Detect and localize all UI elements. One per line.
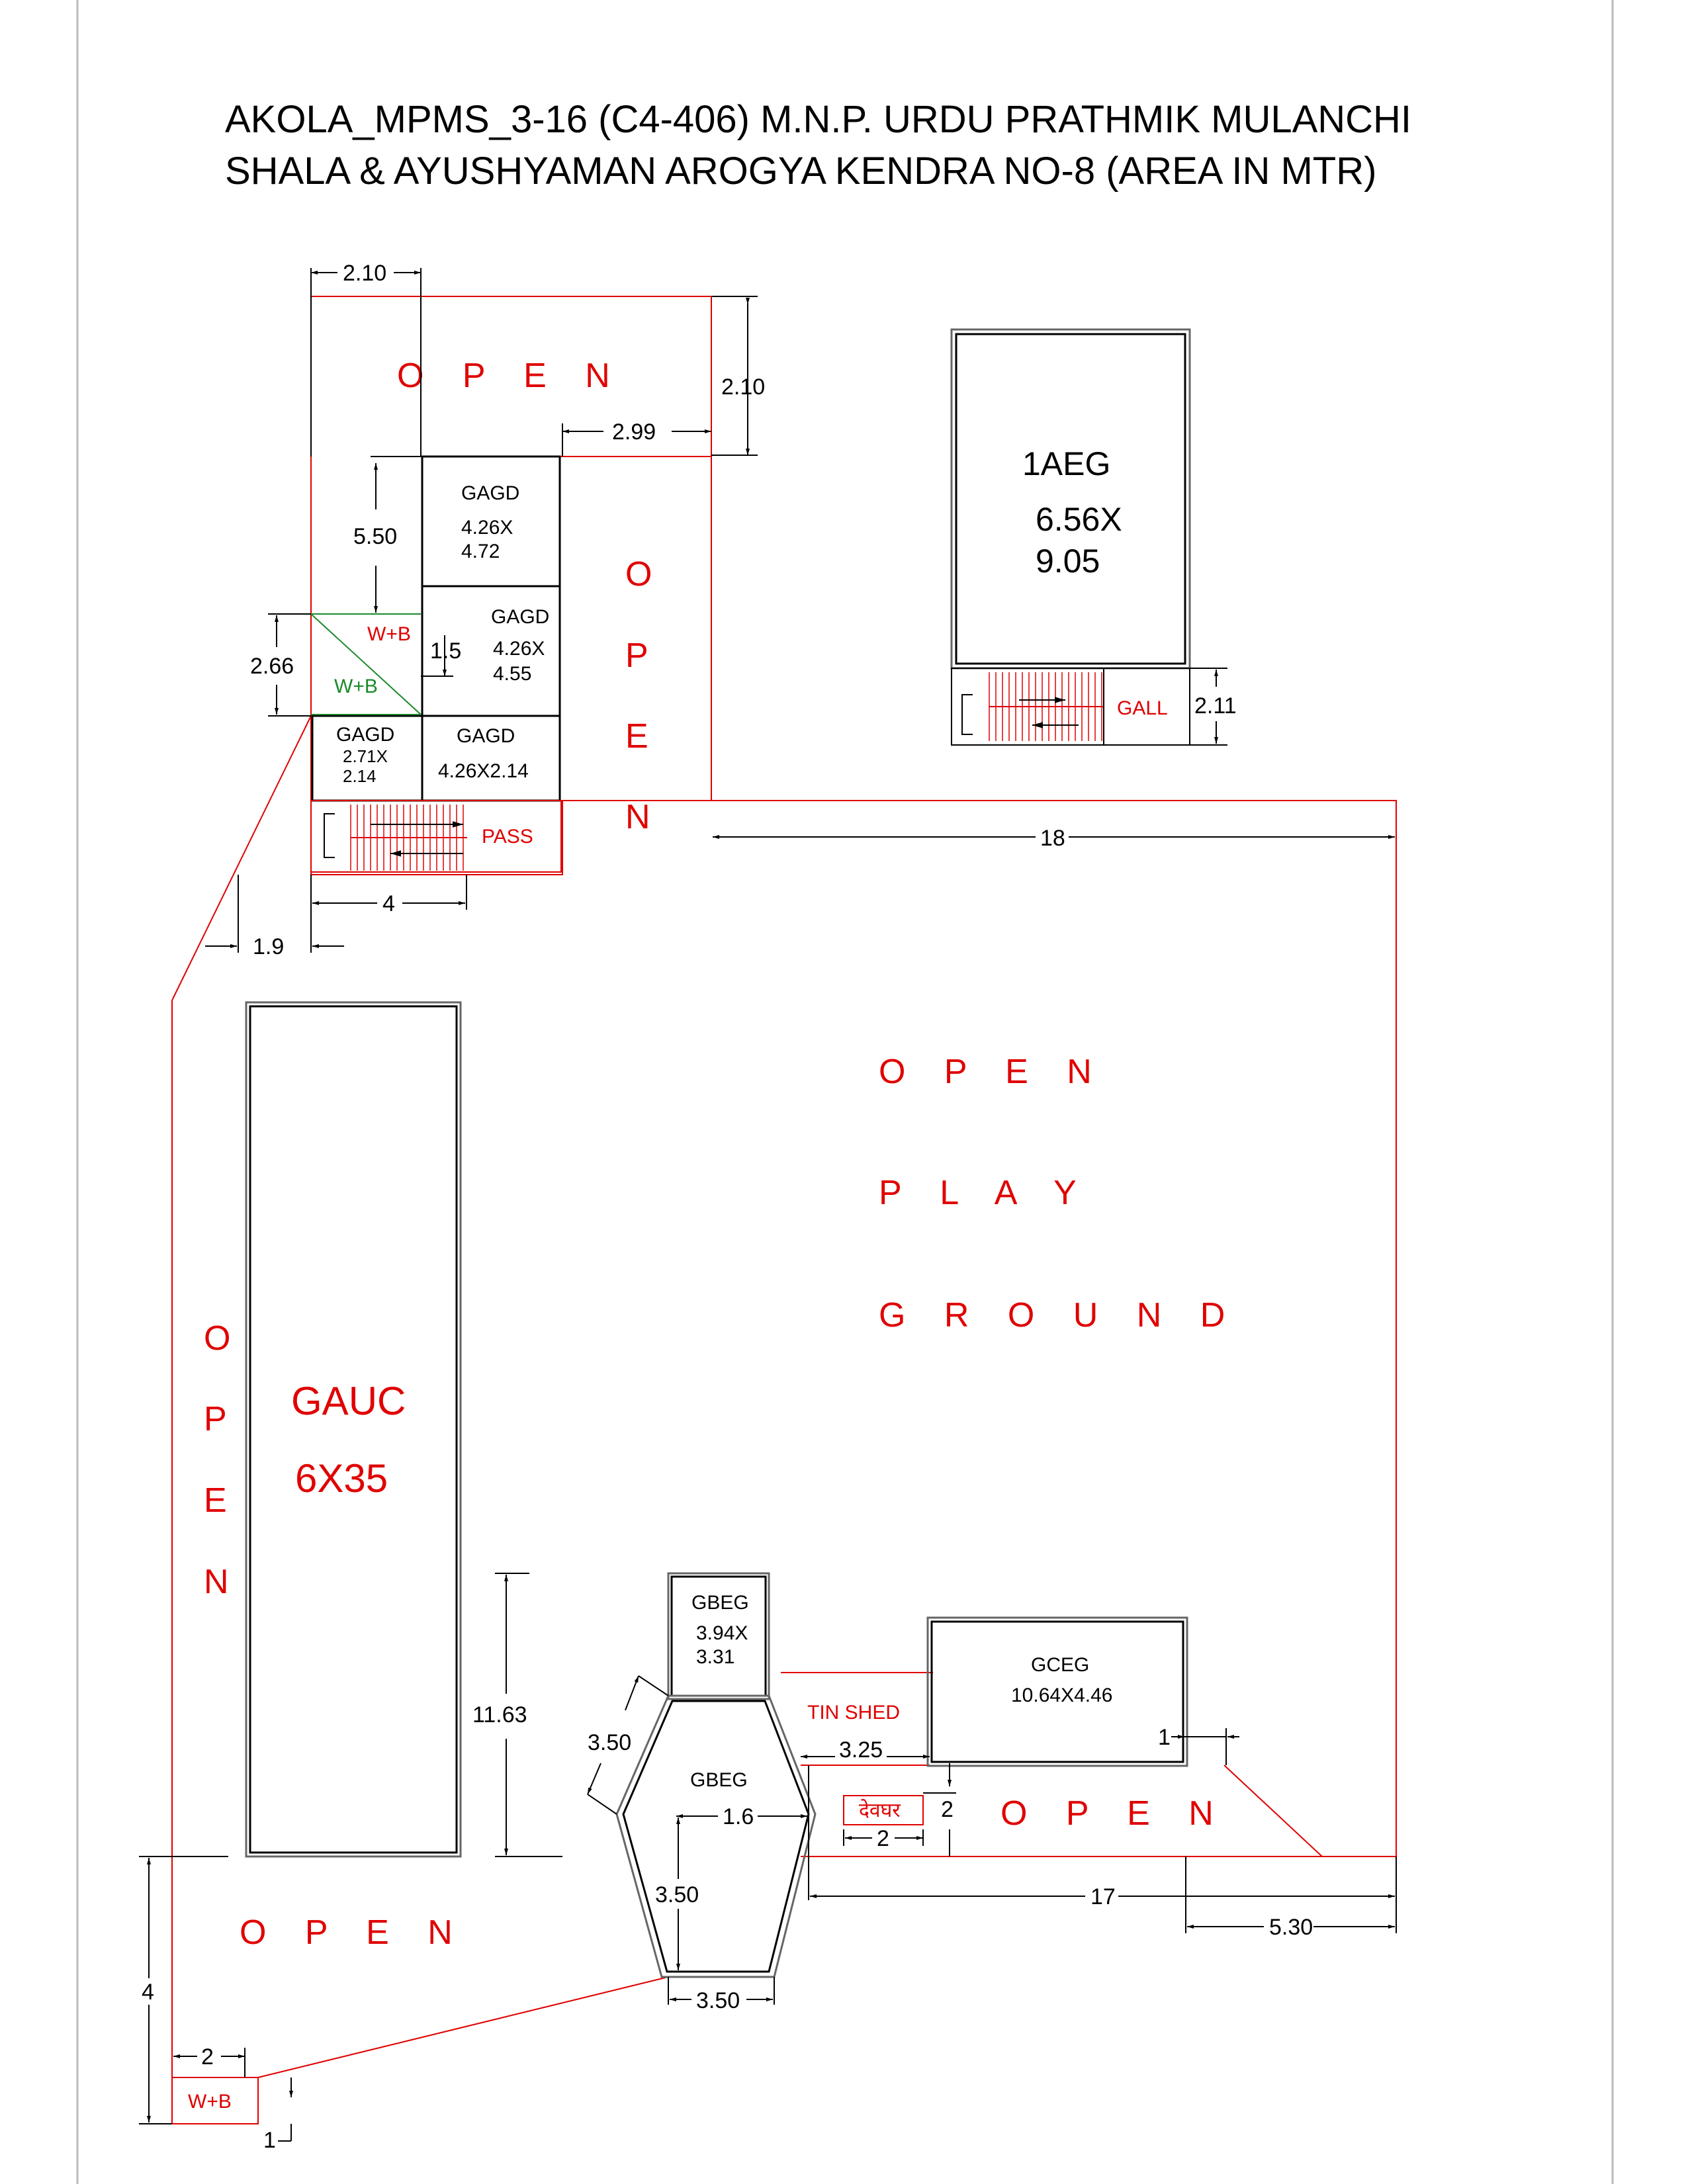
wb-wedge xyxy=(310,613,422,715)
room-1aeg xyxy=(955,333,1186,665)
dim-pass-width: 4 xyxy=(382,891,395,916)
gceg-name: GCEG xyxy=(1031,1654,1089,1676)
gauc-name: GAUC xyxy=(291,1379,406,1423)
pass-label: PASS xyxy=(482,826,533,848)
open-bottom-right: O P E N xyxy=(1000,1794,1228,1833)
room-gbeg-hex xyxy=(622,1700,810,1973)
dim-gceg-offset: 1 xyxy=(1158,1725,1171,1750)
dim-left-height: 4 xyxy=(142,1980,154,2005)
room-gceg xyxy=(930,1620,1184,1763)
dim-notch-width: 2.99 xyxy=(612,419,656,445)
pass-stairs xyxy=(324,805,467,871)
room-1aeg-outer xyxy=(950,328,1191,670)
dim-dev-width: 2 xyxy=(877,1826,889,1851)
open-vertical-top-e: E xyxy=(625,717,663,756)
dim-gbeg-height: 11.63 xyxy=(472,1702,527,1727)
aeg-l1: 6.56X xyxy=(1036,501,1122,538)
title-line-2: SHALA & AYUSHYAMAN AROGYA KENDRA NO-8 (A… xyxy=(225,150,1376,193)
gagd-mid-name: GAGD xyxy=(491,606,549,628)
aeg-name: 1AEG xyxy=(1022,445,1110,482)
wb-bottom-label: W+B xyxy=(188,2091,232,2113)
gbeg-top-l1: 3.94X xyxy=(696,1622,748,1644)
pass-area xyxy=(310,800,562,873)
dim-gagd-height: 5.50 xyxy=(353,524,397,549)
playground-line-2: P L A Y xyxy=(879,1174,1091,1212)
open-vertical-left-p: P xyxy=(204,1400,242,1438)
dim-wb-width: 2 xyxy=(201,2044,214,2070)
dim-gall-height: 2.11 xyxy=(1194,693,1237,719)
room-gbeg-top-outer xyxy=(667,1572,770,1700)
gceg-l1: 10.64X4.46 xyxy=(1011,1684,1112,1706)
dim-shed-width: 3.25 xyxy=(839,1737,883,1763)
room-gbeg-hex-outer xyxy=(615,1694,817,1978)
open-vertical-top-o: O xyxy=(625,555,666,593)
gbeg-top-l2: 3.31 xyxy=(696,1646,734,1668)
dim-hex-side: 3.50 xyxy=(588,1730,631,1755)
gagd-small-l1: 2.71X xyxy=(343,746,388,766)
gagd-mid-l2: 4.55 xyxy=(493,663,531,685)
tin-shed-label: TIN SHED xyxy=(807,1702,900,1724)
dim-wb-height: 2.66 xyxy=(250,654,294,679)
room-gceg-outer xyxy=(926,1616,1188,1767)
room-gauc-outer xyxy=(245,1001,462,1858)
gbeg-hex-name: GBEG xyxy=(690,1769,748,1791)
site-boundary xyxy=(171,288,1397,2124)
dim-bottom-width: 17 xyxy=(1090,1884,1116,1909)
gagd-small-name: GAGD xyxy=(336,724,394,746)
open-vertical-left-e: E xyxy=(204,1481,242,1520)
dim-dev-height: 2 xyxy=(941,1797,954,1822)
devghar-label: देवघर xyxy=(859,1799,901,1821)
dim-bottom-right: 5.30 xyxy=(1269,1915,1313,1940)
dim-top-right-height: 2.10 xyxy=(721,374,765,400)
dim-top-width: 2.10 xyxy=(343,261,386,286)
gauc-l1: 6X35 xyxy=(295,1456,388,1501)
dim-hex-inner: 1.6 xyxy=(723,1804,754,1829)
dim-ground-width: 18 xyxy=(1040,826,1065,851)
gagd-top-name: GAGD xyxy=(461,482,519,504)
gagd-right-l1: 4.26X2.14 xyxy=(438,760,529,782)
title-line-1: AKOLA_MPMS_3-16 (C4-406) M.N.P. URDU PRA… xyxy=(225,98,1411,141)
dim-hex-bottom: 3.50 xyxy=(696,1988,740,2013)
open-top-left: O P E N xyxy=(397,357,625,395)
wb-red-label: W+B xyxy=(367,623,411,645)
playground-line-3: G R O U N D xyxy=(879,1296,1239,1334)
gagd-top-l2: 4.72 xyxy=(461,541,500,562)
open-vertical-top-n: N xyxy=(625,798,665,836)
gagd-small-l2: 2.14 xyxy=(343,766,377,786)
dim-wb-offset: 1 xyxy=(263,2128,276,2153)
room-gauc xyxy=(249,1005,458,1854)
gbeg-top-name: GBEG xyxy=(691,1592,749,1614)
dim-hex-height: 3.50 xyxy=(655,1882,699,1907)
aeg-l2: 9.05 xyxy=(1036,543,1100,580)
devghar-box xyxy=(843,1795,924,1825)
playground-line-1: O P E N xyxy=(879,1053,1106,1091)
gall-stairs xyxy=(961,668,1104,745)
gall-area xyxy=(951,668,1190,746)
wb-green-label: W+B xyxy=(334,676,378,697)
open-vertical-top-p: P xyxy=(625,636,663,675)
gagd-top-l1: 4.26X xyxy=(461,517,513,539)
dim-small-height: 1.5 xyxy=(430,638,461,664)
dim-offset-left: 1.9 xyxy=(253,934,284,959)
wb-bottom-box xyxy=(171,2077,259,2124)
open-vertical-left-n: N xyxy=(204,1563,244,1601)
gagd-right-name: GAGD xyxy=(457,725,515,747)
gagd-mid-l1: 4.26X xyxy=(493,638,545,660)
gall-label: GALL xyxy=(1117,697,1168,719)
open-vertical-left-o: O xyxy=(204,1319,245,1358)
open-bottom-left: O P E N xyxy=(240,1913,467,1952)
